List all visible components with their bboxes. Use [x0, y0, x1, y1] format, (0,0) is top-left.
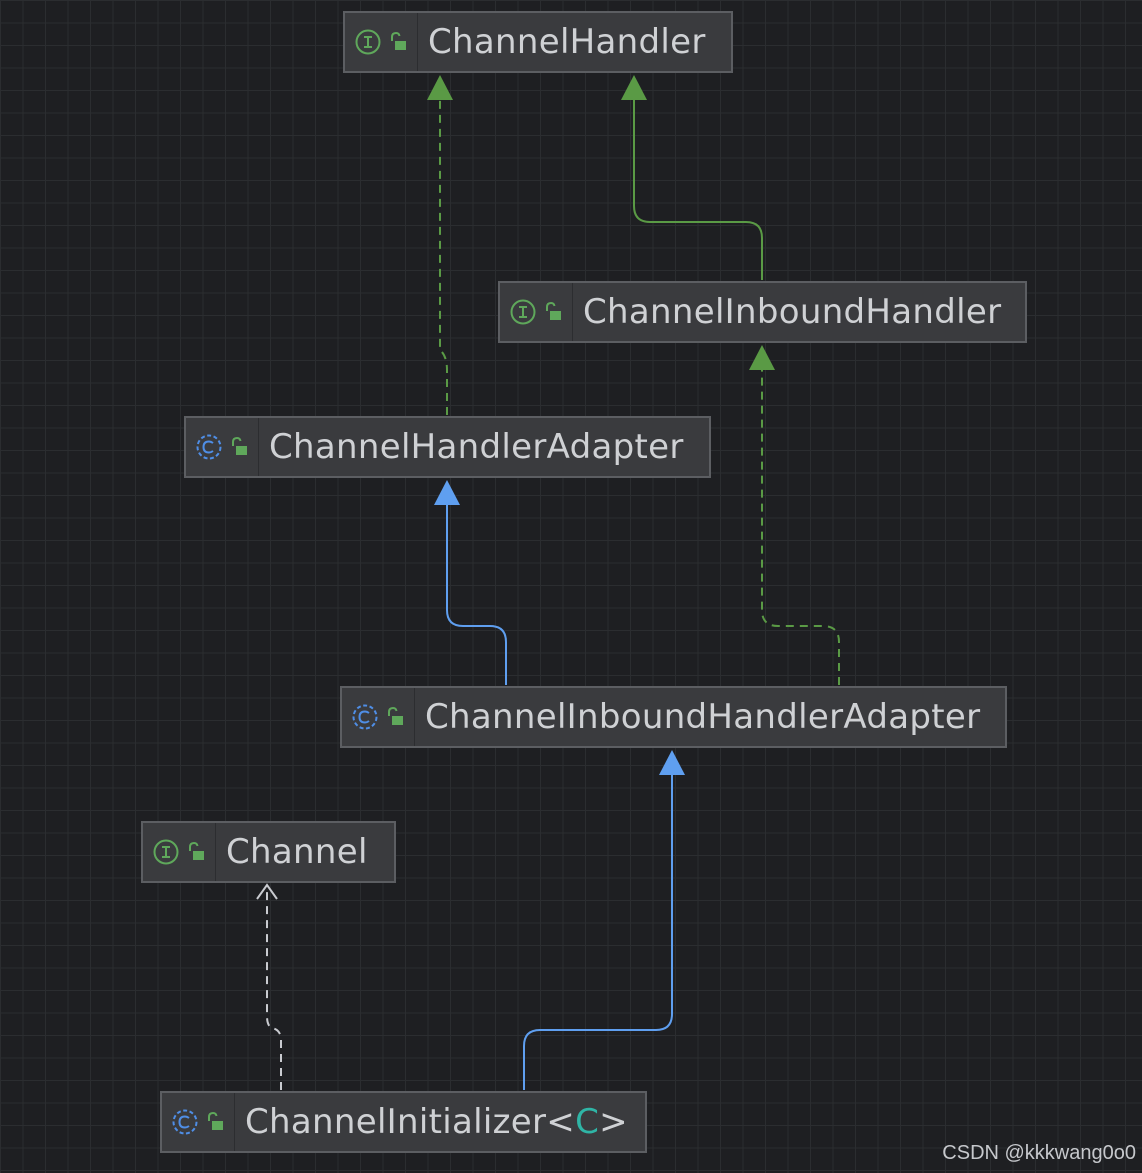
edge-handleradapter-to-handler	[439, 100, 448, 415]
arrowhead-handleradapter	[434, 480, 460, 505]
arrowhead-channel-open	[256, 883, 278, 900]
node-label: Channel	[226, 832, 368, 872]
unlocked-icon	[388, 707, 403, 725]
node-channel-inbound-handler[interactable]: ChannelInboundHandler	[498, 281, 1027, 343]
edge-inboundhandler-to-handler	[633, 100, 763, 280]
node-channel[interactable]: Channel	[141, 821, 396, 883]
node-label: ChannelHandlerAdapter	[269, 427, 684, 467]
class-icon	[352, 704, 378, 730]
node-label: ChannelHandler	[428, 22, 706, 62]
node-icons	[342, 688, 415, 746]
edge-initializer-to-channel	[266, 886, 282, 1090]
node-icons	[345, 13, 418, 71]
class-icon	[196, 434, 222, 460]
unlocked-icon	[546, 302, 561, 320]
arrowhead-handler-right	[621, 75, 647, 100]
interface-icon	[153, 839, 179, 865]
node-label: ChannelInboundHandlerAdapter	[425, 697, 981, 737]
node-channel-initializer[interactable]: ChannelInitializer<C>	[160, 1091, 647, 1153]
class-name: ChannelInitializer	[245, 1102, 547, 1142]
node-channel-inbound-handler-adapter[interactable]: ChannelInboundHandlerAdapter	[340, 686, 1007, 748]
node-icons	[500, 283, 573, 341]
edge-initializer-to-inboundadapter	[523, 775, 673, 1090]
interface-icon	[510, 299, 536, 325]
type-bracket-open: <	[546, 1102, 576, 1142]
edge-inboundadapter-to-inboundhandler	[761, 370, 840, 685]
unlocked-icon	[232, 437, 247, 455]
arrowhead-inboundadapter	[659, 750, 685, 775]
node-label: ChannelInitializer<C>	[235, 1102, 628, 1142]
class-icon	[172, 1109, 198, 1135]
arrowhead-handler-left	[427, 75, 453, 100]
edge-inboundadapter-to-handleradapter	[446, 505, 507, 685]
interface-icon	[355, 29, 381, 55]
node-icons	[162, 1093, 235, 1151]
node-channel-handler[interactable]: ChannelHandler	[343, 11, 733, 73]
unlocked-icon	[189, 842, 204, 860]
type-parameter: C	[575, 1102, 600, 1142]
node-icons	[143, 823, 216, 881]
unlocked-icon	[391, 32, 406, 50]
node-label: ChannelInboundHandler	[583, 292, 1002, 332]
watermark: CSDN @kkkwang0o0	[942, 1142, 1136, 1164]
node-channel-handler-adapter[interactable]: ChannelHandlerAdapter	[184, 416, 711, 478]
arrowhead-inboundhandler	[749, 345, 775, 370]
unlocked-icon	[208, 1112, 223, 1130]
type-bracket-close: >	[599, 1102, 628, 1142]
node-icons	[186, 418, 259, 476]
